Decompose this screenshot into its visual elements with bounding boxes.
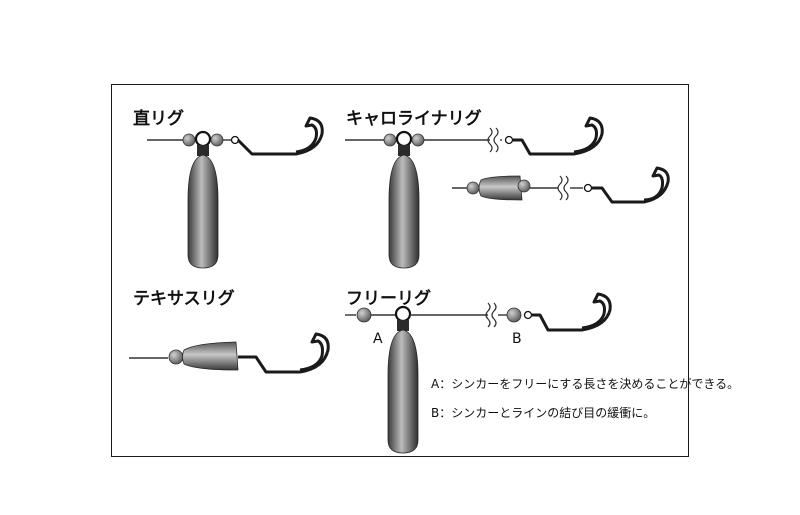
free-rig-note-b: B：シンカーとラインの結び目の緩衝に。: [431, 406, 656, 420]
free-rig: [345, 292, 612, 454]
carolina-rig-sinker: [388, 154, 420, 269]
texas-rig-bullet-sinker: [182, 341, 239, 371]
direct-rig-bead-right: [210, 133, 224, 147]
direct-rig-swivel-ring: [194, 130, 212, 148]
carolina-rig-title: キャロライナリグ: [346, 109, 482, 129]
free-rig-note-a: A：シンカーをフリーにする長さを決めることができる。: [431, 377, 740, 391]
texas-rig-title: テキサスリグ: [133, 289, 235, 309]
free-rig-sinker: [387, 329, 419, 454]
diagram-frame: [111, 84, 689, 457]
carolina-break-mark: [487, 127, 499, 153]
direct-rig-sinker-eye-base: [197, 145, 209, 156]
free-rig-bead-b: [506, 307, 522, 323]
texas-rig: [129, 332, 330, 374]
free-rig-title: フリーリグ: [346, 289, 431, 309]
direct-rig-title: 直リグ: [133, 109, 184, 129]
direct-rig: [147, 116, 324, 269]
carolina-bullet-sinker: [478, 175, 523, 201]
free-rig-sinker-ring: [394, 305, 412, 323]
carolina-rig-bullet-variant: [452, 166, 670, 204]
carolina-rig: [345, 116, 604, 269]
free-rig-bead-a: [356, 307, 372, 323]
direct-rig-eye: [230, 135, 240, 145]
direct-rig-sinker: [187, 154, 219, 269]
direct-rig-hook: [236, 116, 324, 156]
direct-rig-bead-left: [182, 133, 196, 147]
free-rig-marker-b: B: [512, 331, 522, 347]
free-rig-marker-a: A: [373, 331, 383, 347]
